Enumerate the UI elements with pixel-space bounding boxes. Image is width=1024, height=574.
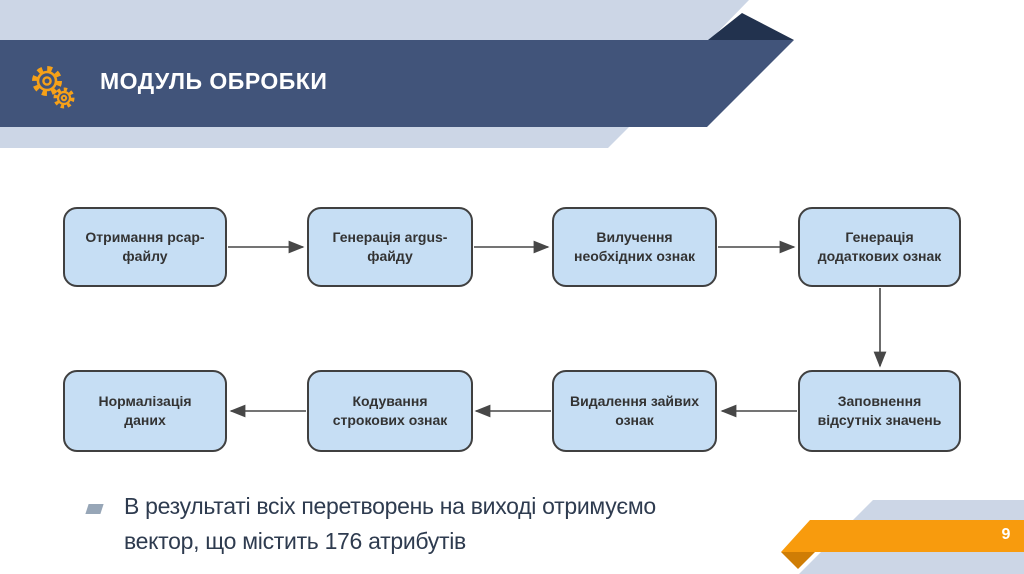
flow-box-zapovnennia-znachen: Заповнення відсутніх значень [798,370,961,452]
flow-box-label: файду [367,248,413,264]
flow-box-label: відсутніх значень [817,412,942,428]
flow-box-label: Генерація argus- [332,229,448,245]
slide-title: МОДУЛЬ ОБРОБКИ [100,68,328,94]
flow-box-label: строкових ознак [332,412,448,428]
flow-box-label: Вилучення [596,229,673,245]
flow-box-label: ознак [615,412,654,428]
flow-box-label: Нормалізація [98,393,192,409]
flow-box-label: Видалення зайвих [569,393,700,409]
gears-icon [32,66,75,109]
flow-box-label: необхідних ознак [574,248,695,264]
flow-box-heneratsiia-argus: Генерація argus- файду [307,207,473,287]
footer-band-light [799,500,1024,574]
flow-box-label: додаткових ознак [817,248,942,264]
square-bullet-icon [85,504,104,514]
bullet-text-line: В результаті всіх перетворень на виході … [124,493,656,519]
header-band-light-top [0,0,749,40]
flow-box-label: Заповнення [837,393,922,409]
flow-box-label: Отримання pcap- [85,229,205,245]
flow-box-label: Кодування [352,393,428,409]
header-ribbon-fold [708,13,794,40]
flow-box-normalizatsiia-danyh: Нормалізація даних [63,370,227,452]
footer-band-orange [781,520,1024,552]
flow-box-heneratsiia-dodatkovyh: Генерація додаткових ознак [798,207,961,287]
flow-box-label: даних [124,412,166,428]
page-number: 9 [1001,526,1011,543]
header-band-light-bottom [0,127,629,148]
flow-box-label: файлу [122,248,168,264]
flow-box-label: Генерація [845,229,914,245]
flow-box-vyluchennia-oznak: Вилучення необхідних ознак [552,207,717,287]
bullet-text: В результаті всіх перетворень на виході … [124,489,784,559]
flow-box-vydalennia-zaivyh: Видалення зайвих ознак [552,370,717,452]
flow-box-koduvannia-strokovyh: Кодування строкових ознак [307,370,473,452]
footer-ribbon-fold [781,552,815,569]
bullet-text-line: вектор, що містить 176 атрибутів [124,528,466,554]
flow-box-otrymannia-pcap: Отримання pcap- файлу [63,207,227,287]
